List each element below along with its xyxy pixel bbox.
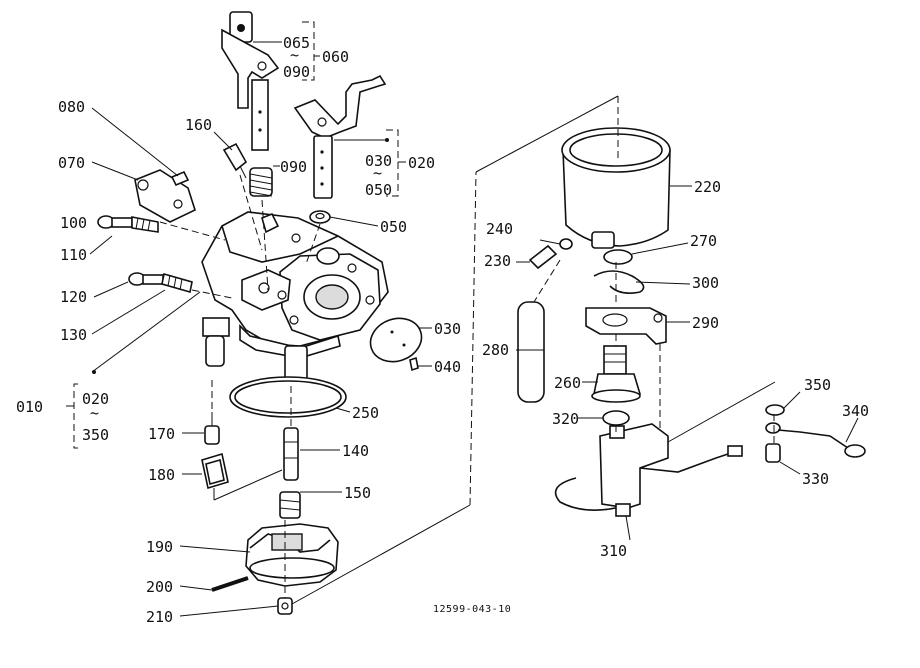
callout-050-b: 050 (380, 218, 407, 236)
callout-300: 300 (692, 274, 719, 292)
callout-130: 130 (60, 326, 87, 344)
callout-330: 330 (802, 470, 829, 488)
callout-150: 150 (344, 484, 371, 502)
callout-020-b: 020 (82, 390, 109, 408)
callout-labels: 065 ~ 090 060 080 160 090 030 ~ 050 020 … (16, 34, 869, 626)
callout-340: 340 (842, 402, 869, 420)
callout-180: 180 (148, 466, 175, 484)
clip-300-part (593, 270, 645, 294)
float-190-part (245, 523, 339, 587)
spring-150-part (279, 491, 301, 519)
screw-210-part (277, 597, 293, 615)
plate-070-part (134, 169, 196, 223)
callout-140: 140 (342, 442, 369, 460)
callout-290: 290 (692, 314, 719, 332)
solenoid-260-part (591, 345, 642, 403)
callout-210: 210 (146, 608, 173, 626)
callout-240: 240 (486, 220, 513, 238)
bracket-290-part (585, 307, 667, 345)
callout-250: 250 (352, 404, 379, 422)
figure-reference: 12599-043-10 (433, 604, 511, 615)
callout-030-a: 030 (365, 152, 392, 170)
callout-280: 280 (482, 341, 509, 359)
throttle-plate-part (369, 317, 423, 372)
callout-270: 270 (690, 232, 717, 250)
callout-310: 310 (600, 542, 627, 560)
callout-090-a: 090 (283, 63, 310, 81)
solenoid-assembly-310-part (554, 423, 743, 517)
callout-120: 120 (60, 288, 87, 306)
callout-050-a: 050 (365, 181, 392, 199)
callout-tilde-1: ~ (290, 46, 299, 64)
callout-110: 110 (60, 246, 87, 264)
callout-020-a: 020 (408, 154, 435, 172)
tube-280-part (517, 301, 545, 403)
callout-220: 220 (694, 178, 721, 196)
spring-090-part (249, 167, 273, 197)
callout-070: 070 (58, 154, 85, 172)
callout-090-b: 090 (280, 158, 307, 176)
callout-040: 040 (434, 358, 461, 376)
washer-270-part (603, 249, 633, 265)
callout-230: 230 (484, 252, 511, 270)
pilot-screw-part (97, 215, 159, 233)
choke-lever-part (221, 11, 280, 151)
callout-100: 100 (60, 214, 87, 232)
drain-screw-part (528, 238, 573, 270)
leader-lines (89, 41, 859, 617)
bracket-lines (66, 21, 406, 449)
callout-080: 080 (58, 98, 85, 116)
callout-010: 010 (16, 398, 43, 416)
callout-tilde-2: ~ (373, 164, 382, 182)
callout-350-a: 350 (82, 426, 109, 444)
pin-200-part (211, 576, 249, 592)
ground-lead-part (765, 404, 866, 463)
washer-320-part (602, 410, 630, 426)
callout-160: 160 (185, 116, 212, 134)
callout-350-b: 350 (804, 376, 831, 394)
callout-320: 320 (552, 410, 579, 428)
jet-170-part (204, 412, 220, 445)
callout-260: 260 (554, 374, 581, 392)
washer-180-part (201, 452, 229, 490)
throttle-lever-part (293, 74, 387, 224)
callout-030-b: 030 (434, 320, 461, 338)
callout-tilde-3: ~ (90, 404, 99, 422)
float-bowl-part (561, 127, 671, 249)
idle-jet-part (222, 142, 248, 179)
callout-200: 200 (146, 578, 173, 596)
callout-060: 060 (322, 48, 349, 66)
callout-190: 190 (146, 538, 173, 556)
carburetor-body-part (201, 211, 389, 387)
callout-065: 065 (283, 34, 310, 52)
main-nozzle-part (283, 427, 299, 481)
throttle-stop-screw-part (128, 272, 193, 294)
callout-170: 170 (148, 425, 175, 443)
